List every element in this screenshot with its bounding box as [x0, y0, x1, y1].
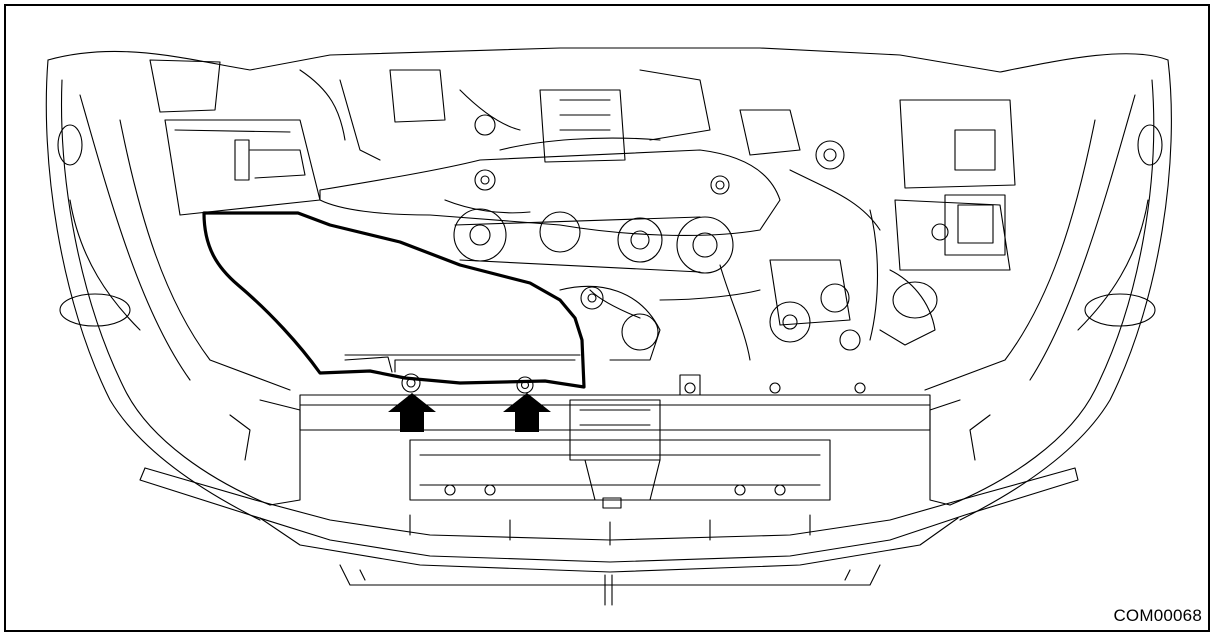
air-intake-duct-highlight	[202, 211, 586, 394]
figure-frame	[4, 4, 1210, 632]
right-bay-components	[659, 99, 1016, 361]
engine-components	[149, 59, 781, 361]
body-outline	[45, 47, 1172, 521]
fastener-arrow-left	[388, 393, 436, 432]
fastener-arrow-right	[503, 393, 551, 432]
arrow-up-icon	[388, 393, 436, 432]
front-bumper	[139, 467, 1079, 606]
radiator-support	[229, 374, 991, 509]
arrow-up-icon	[503, 393, 551, 432]
figure-code-label: COM00068	[1113, 606, 1202, 625]
